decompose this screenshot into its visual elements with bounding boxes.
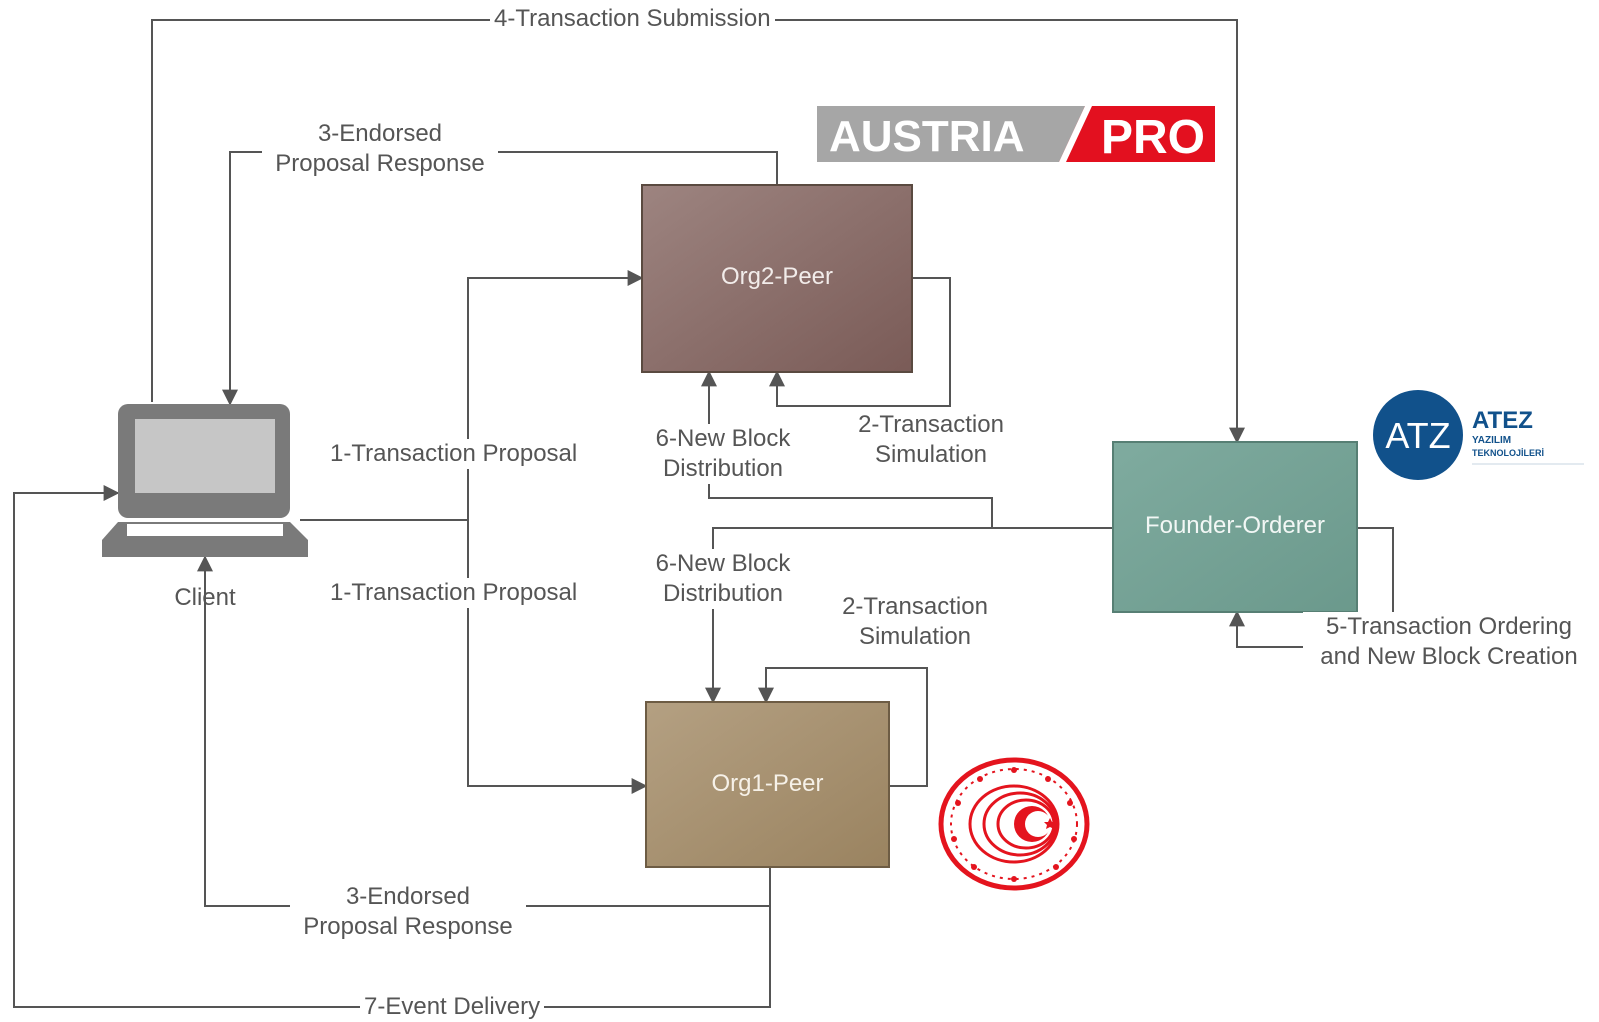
- label-transaction-proposal-bottom: 1-Transaction Proposal: [326, 578, 582, 608]
- client-label: Client: [174, 584, 236, 611]
- austria-text: AUSTRIA: [829, 112, 1025, 161]
- org1-peer-label: Org1-Peer: [711, 770, 824, 797]
- ministry-seal: [938, 757, 1090, 891]
- edge-simulation-bottom: [758, 667, 928, 787]
- atez-logo: ATZ ATEZ YAZILIM TEKNOLOJİLERİ: [1362, 376, 1599, 494]
- org2-peer-box: [641, 184, 913, 373]
- founder-orderer-box: [1112, 441, 1358, 613]
- edge-transaction-proposal-top: [467, 270, 644, 520]
- label-transaction-proposal-top: 1-Transaction Proposal: [326, 439, 582, 469]
- edge-new-block-bottom: [705, 527, 1113, 704]
- laptop-icon: [102, 404, 308, 557]
- atez-line1: YAZILIM: [1472, 435, 1511, 446]
- edge-event-delivery: [13, 485, 771, 1008]
- edge-transaction-proposal-bottom: [467, 520, 648, 794]
- edge-endorsed-response-top: [222, 151, 778, 406]
- pro-text: PRO: [1101, 111, 1205, 162]
- austria-pro-logo: AUSTRIA PRO: [817, 106, 1215, 162]
- label-transaction-submission: 4-Transaction Submission: [490, 4, 775, 34]
- org1-peer-box: [645, 701, 890, 868]
- org2-peer-label: Org2-Peer: [720, 263, 834, 290]
- atez-line2: TEKNOLOJİLERİ: [1472, 448, 1544, 458]
- founder-orderer-label: Founder-Orderer: [1144, 512, 1326, 539]
- atez-name: ATEZ: [1472, 407, 1533, 434]
- label-event-delivery: 7-Event Delivery: [360, 992, 545, 1022]
- edge-simulation-top: [769, 277, 951, 407]
- atez-mark: ATZ: [1385, 415, 1450, 456]
